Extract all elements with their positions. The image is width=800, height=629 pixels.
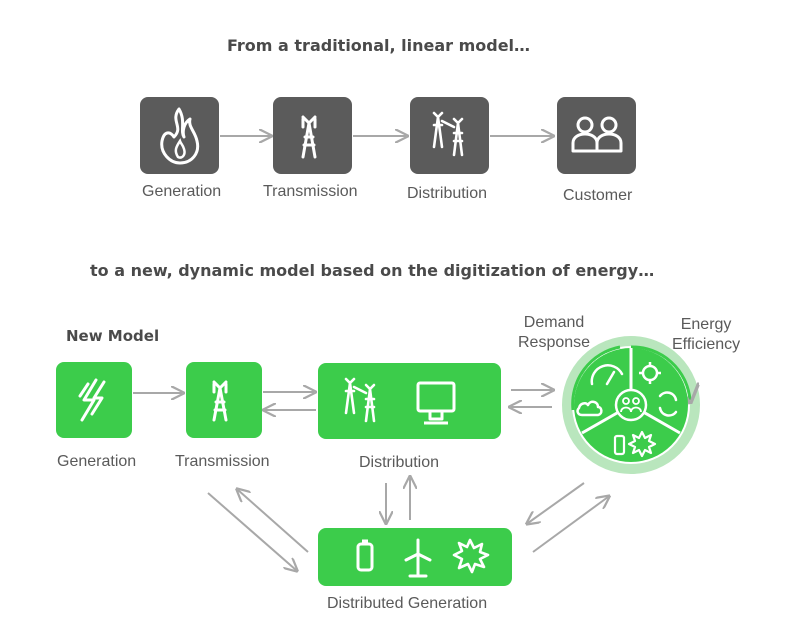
wheel-to-dg-arrow (528, 482, 585, 523)
generation-node (140, 97, 219, 174)
dg-to-wheel-arrow (532, 497, 608, 553)
sun-small-icon (627, 430, 657, 458)
lightning-bolt-icon (78, 378, 106, 422)
dg-to-trans-arrow (238, 490, 309, 553)
new-generation-label: Generation (57, 453, 137, 470)
transmission-label: Transmission (263, 183, 358, 200)
distribution-towers-icon (344, 377, 376, 423)
generation-label: Generation (142, 183, 222, 200)
gear-icon (639, 362, 661, 384)
transmission-tower-icon (212, 380, 228, 422)
wind-turbine-icon (404, 538, 432, 578)
energy-efficiency-label: Energy Efficiency (672, 316, 741, 353)
center-people-icon (620, 397, 642, 413)
demand-wheel (562, 336, 695, 474)
traditional-model-heading: From a traditional, linear model… (227, 36, 531, 55)
distribution-node (410, 97, 489, 174)
customer-people-icon (571, 116, 623, 153)
transmission-tower-icon (301, 115, 317, 159)
new-model-title: New Model (66, 327, 160, 345)
dynamic-model-heading: to a new, dynamic model based on the dig… (90, 261, 655, 280)
distribution-towers-icon (432, 111, 464, 157)
customer-node (557, 97, 636, 174)
cloud-icon (576, 400, 603, 417)
gauge-icon (590, 364, 624, 386)
refresh-cycle-icon (658, 391, 678, 417)
new-transmission-node (186, 362, 262, 438)
demand-response-label: Demand Response (518, 314, 591, 351)
trans-to-dg-arrow (207, 492, 296, 570)
battery-small-icon (613, 434, 626, 456)
customer-label: Customer (563, 187, 633, 204)
sun-icon (452, 538, 490, 574)
new-distribution-node (318, 363, 501, 439)
flame-icon (160, 107, 200, 165)
distributed-generation-node (318, 528, 512, 586)
monitor-icon (416, 381, 456, 425)
new-distribution-label: Distribution (359, 454, 440, 471)
new-transmission-label: Transmission (175, 453, 270, 470)
battery-icon (356, 539, 374, 572)
distributed-generation-label: Distributed Generation (327, 595, 488, 612)
transmission-node (273, 97, 352, 174)
new-generation-node (56, 362, 132, 438)
distribution-label: Distribution (407, 185, 488, 202)
